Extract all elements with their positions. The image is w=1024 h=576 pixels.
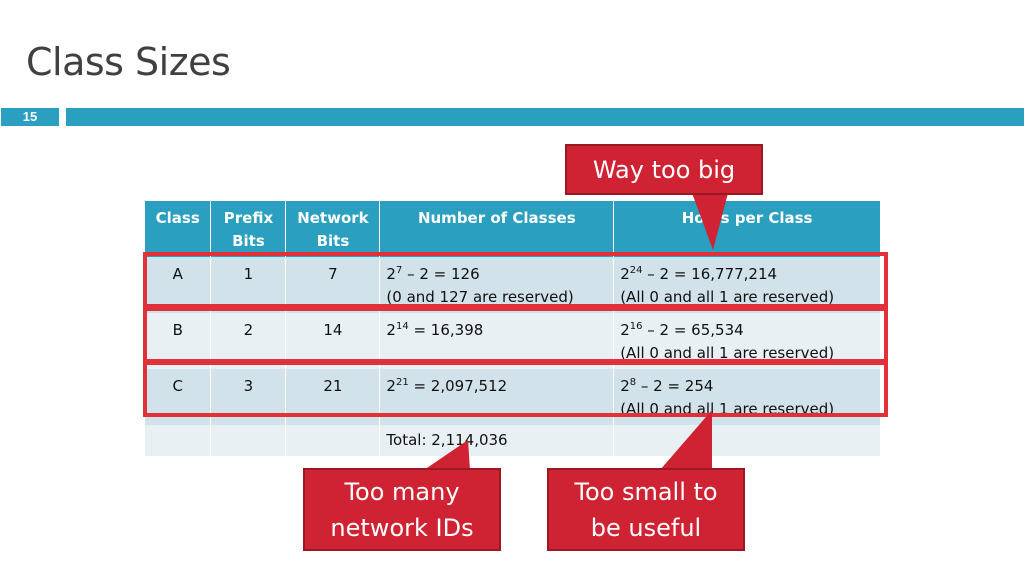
- cell-prefix: 1: [210, 257, 287, 313]
- header-bar: [66, 108, 1024, 126]
- pointer-too-small: [660, 410, 712, 470]
- cell-empty: [613, 425, 881, 456]
- header-hosts-per-class: Hosts per Class: [613, 201, 881, 257]
- pointer-too-many: [424, 440, 470, 470]
- cell-empty: [285, 425, 381, 456]
- cell-network: 7: [285, 257, 381, 313]
- slide-number: 15: [0, 108, 60, 126]
- slide-number-label: 15: [1, 108, 59, 126]
- cell-empty: [145, 425, 212, 456]
- header-class: Class: [145, 201, 212, 257]
- cell-class: A: [145, 257, 212, 313]
- cell-num-classes: 27 – 2 = 126(0 and 127 are reserved): [379, 257, 615, 313]
- table-row: A 1 7 27 – 2 = 126(0 and 127 are reserve…: [145, 257, 881, 313]
- header-number-of-classes: Number of Classes: [379, 201, 615, 257]
- cell-total: Total: 2,114,036: [379, 425, 615, 456]
- cell-hosts: 224 – 2 = 16,777,214(All 0 and all 1 are…: [613, 257, 881, 313]
- table-total-row: Total: 2,114,036: [145, 425, 881, 456]
- callout-too-big: Way too big: [565, 144, 763, 195]
- pointer-too-big: [692, 193, 728, 250]
- page-title: Class Sizes: [26, 40, 231, 84]
- cell-empty: [210, 425, 287, 456]
